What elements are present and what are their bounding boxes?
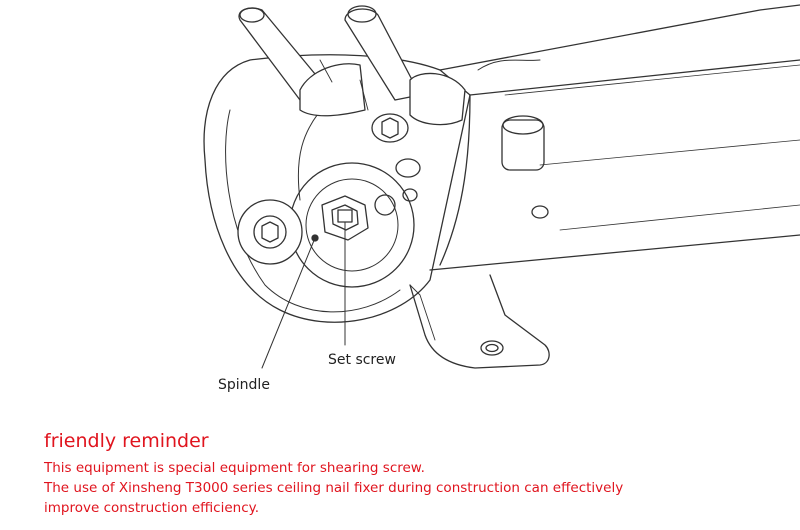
- spindle-hex: [311, 195, 369, 242]
- main-arm: [429, 4, 800, 271]
- set-screw-label: Set screw: [328, 352, 396, 368]
- reminder-line: This equipment is special equipment for …: [44, 460, 425, 476]
- tool-illustration: [203, 4, 800, 369]
- reminder-section: friendly reminder This equipment is spec…: [44, 430, 784, 518]
- spindle-leader: [261, 237, 316, 369]
- mounting-bracket: [409, 274, 550, 369]
- reminder-line: improve construction efficiency.: [44, 500, 259, 516]
- reminder-title: friendly reminder: [44, 430, 209, 452]
- upper-pins: [238, 5, 466, 143]
- reminder-line: The use of Xinsheng T3000 series ceiling…: [44, 480, 624, 496]
- spindle-label: Spindle: [218, 377, 270, 393]
- leader-lines: [261, 221, 346, 369]
- left-bolt: [237, 199, 303, 265]
